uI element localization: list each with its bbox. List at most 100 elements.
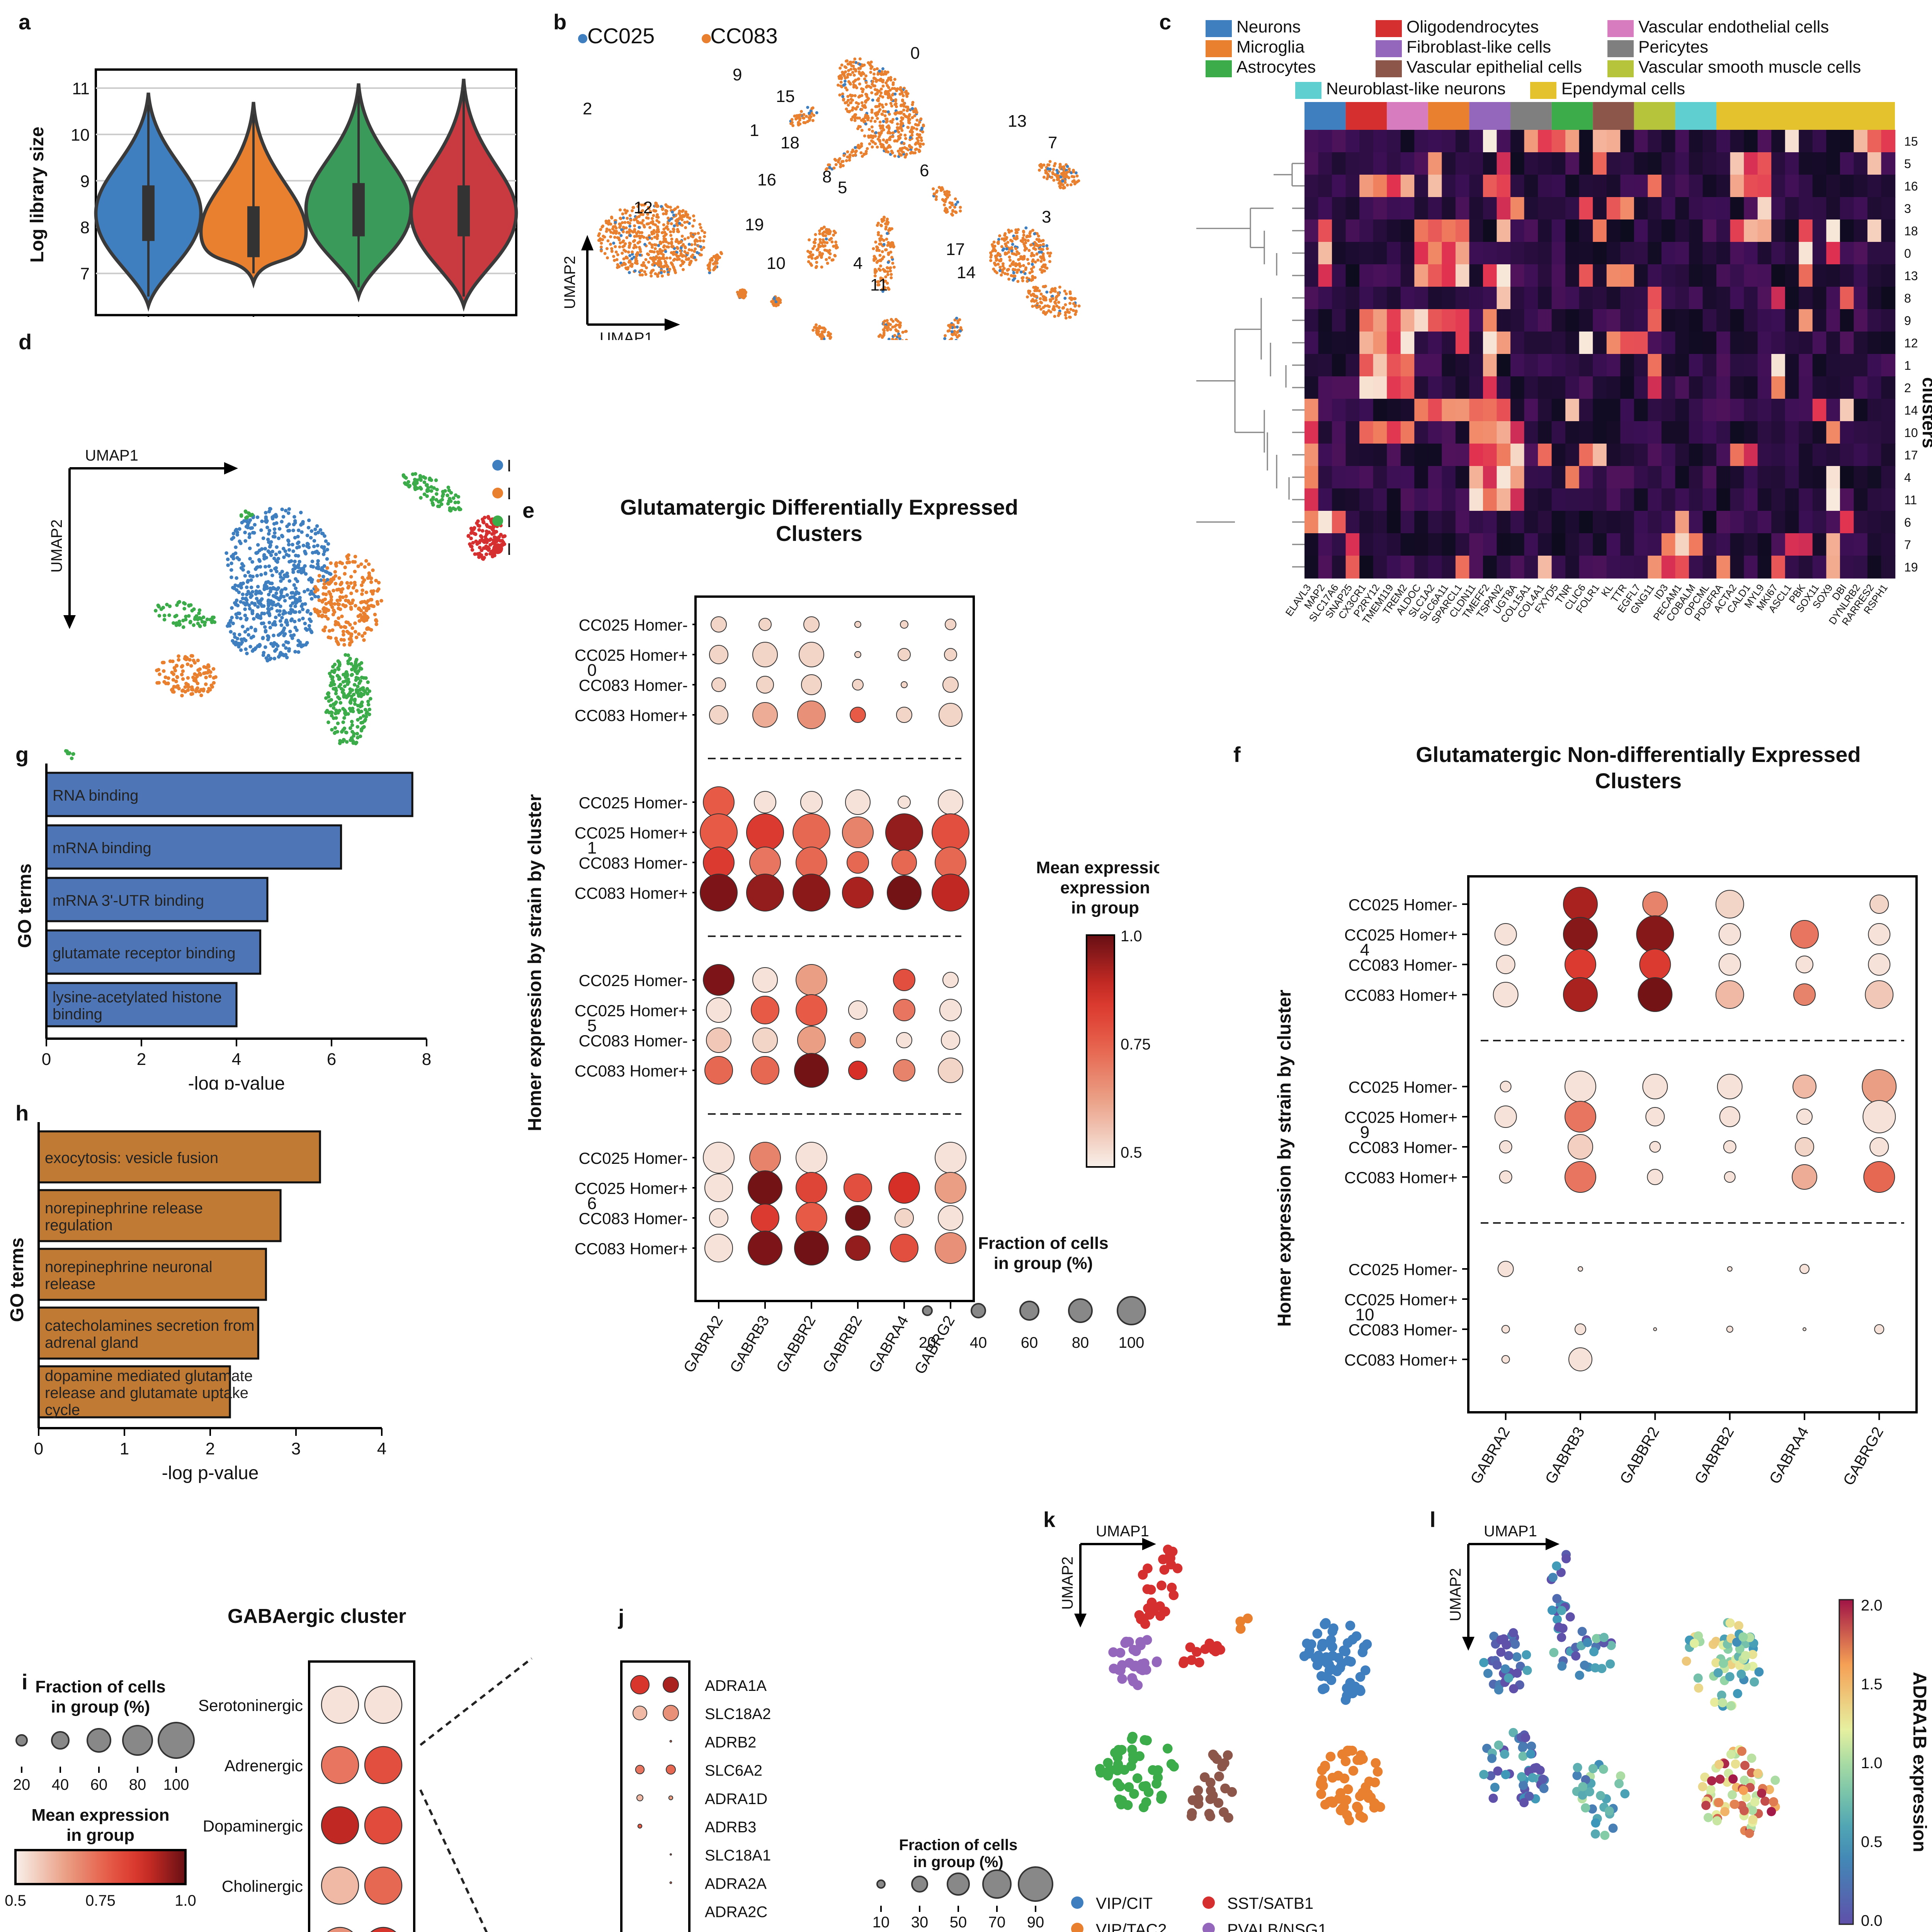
heatmap-cell (1826, 488, 1841, 512)
expression-point (1517, 1772, 1526, 1782)
heatmap-cell (1455, 332, 1470, 355)
heatmap-cell (1510, 130, 1525, 153)
heatmap-cell (1771, 219, 1786, 243)
expression-point (1502, 1640, 1511, 1650)
y-axis-label: GO terms (15, 864, 35, 948)
heatmap-cell (1826, 264, 1841, 287)
legend-item: Vascular epithelial cells (1376, 59, 1607, 77)
expression-dot (888, 1172, 920, 1204)
heatmap-cell (1785, 556, 1799, 579)
heatmap-cell (1771, 242, 1786, 265)
heatmap-cell (1524, 130, 1539, 153)
heatmap-cell (1744, 399, 1758, 422)
heatmap-cell (1716, 556, 1731, 579)
umap1-label: UMAP1 (1484, 1523, 1537, 1540)
colorbar-tick: 1.5 (1861, 1676, 1883, 1693)
expression-point (1701, 1801, 1711, 1810)
expression-point (1750, 1677, 1759, 1687)
cluster-group-label: 1 (587, 838, 597, 857)
heatmap-cell (1840, 287, 1854, 310)
legend-item: Neurons (1206, 19, 1376, 37)
heatmap-cell (1771, 444, 1786, 467)
plot-frame (694, 595, 975, 1302)
expression-point (1600, 1830, 1610, 1840)
heatmap-cell (1483, 354, 1497, 377)
heatmap-cell (1648, 488, 1662, 512)
heatmap-cell (1771, 287, 1786, 310)
heatmap-cell (1634, 264, 1648, 287)
expression-dot (796, 1142, 827, 1173)
heatmap-cell (1579, 533, 1594, 556)
legend-item: Microglia (1206, 39, 1376, 57)
expression-dot (1636, 915, 1674, 953)
plot-title: Glutamatergic Non-differentially Express… (1314, 742, 1932, 794)
heatmap-cell (1812, 309, 1827, 332)
expression-point (1556, 1568, 1566, 1577)
expression-point (1715, 1774, 1725, 1784)
x-tick: 2 (137, 1050, 146, 1069)
heatmap-cell (1442, 197, 1456, 220)
heatmap-cell (1497, 152, 1511, 175)
heatmap-cell (1799, 287, 1813, 310)
expression-point (1578, 1782, 1588, 1791)
row-label: CC025 Homer- (579, 1149, 688, 1167)
heatmap-cell (1304, 556, 1319, 579)
heatmap-cell (1579, 332, 1594, 355)
y-axis-label: GO terms (7, 1238, 27, 1322)
heatmap-cell (1414, 219, 1429, 243)
expression-dot (1865, 980, 1894, 1009)
heatmap-cell (1483, 444, 1497, 467)
expression-dot (1642, 891, 1668, 917)
heatmap-cell (1620, 421, 1635, 444)
panel-label: g (15, 742, 29, 767)
legend-label: Neurons (1236, 19, 1301, 37)
point-cluster (226, 583, 314, 663)
legend-item: Ependymal cells (1530, 80, 1685, 99)
heatmap-cell (1716, 444, 1731, 467)
heatmap-cell (1414, 287, 1429, 310)
heatmap-cell (1634, 332, 1648, 355)
expression-point (1519, 1781, 1528, 1790)
expression-point (1538, 1774, 1548, 1784)
x-tick: 0 (34, 1439, 43, 1458)
heatmap-cell (1634, 152, 1648, 175)
heatmap-cell (1359, 488, 1374, 512)
cluster-row-label: 0 (1904, 247, 1911, 260)
heatmap-cell (1785, 242, 1799, 265)
heatmap-cell (1510, 399, 1525, 422)
heatmap-cell (1771, 332, 1786, 355)
heatmap-cell (1634, 421, 1648, 444)
heatmap-cell (1373, 556, 1388, 579)
expression-dot (1869, 895, 1889, 914)
expression-dot (709, 645, 728, 664)
heatmap-cell (1757, 130, 1772, 153)
heatmap-cell (1359, 287, 1374, 310)
expression-point (1703, 1813, 1713, 1822)
celltype-bar-segment (1428, 102, 1469, 130)
heatmap-cell (1565, 399, 1580, 422)
expression-point (1750, 1797, 1760, 1807)
heatmap-cell (1455, 197, 1470, 220)
heatmap-cell (1689, 175, 1703, 198)
heatmap-cell (1332, 421, 1346, 444)
gene-label: ADRA1D (705, 1791, 767, 1808)
arrowhead-icon (63, 615, 76, 629)
heatmap-cell (1442, 175, 1456, 198)
heatmap-cell (1387, 444, 1401, 467)
heatmap-cell (1345, 332, 1360, 355)
title-line: Glutamatergic Non-differentially Express… (1416, 742, 1861, 767)
heatmap-cell (1373, 309, 1388, 332)
heatmap-cell (1593, 421, 1607, 444)
point-cluster (154, 600, 217, 629)
heatmap-cell (1524, 511, 1539, 534)
expression-dot (749, 1142, 781, 1173)
expression-dot (900, 620, 908, 629)
heatmap-cell (1551, 466, 1566, 489)
heatmap-cell (1812, 152, 1827, 175)
heatmap-cell (1689, 219, 1703, 243)
panel-e: e Glutamatergic Differentially Expressed… (510, 495, 1159, 1453)
heatmap-cell (1318, 556, 1333, 579)
heatmap-cell (1757, 488, 1772, 512)
row-label: CC083 Homer+ (575, 1240, 688, 1258)
expression-point (1707, 1776, 1716, 1786)
